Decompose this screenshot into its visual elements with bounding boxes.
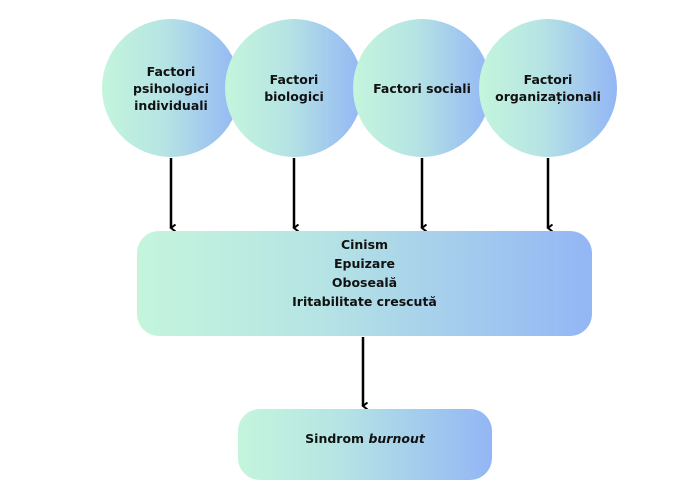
factor-label: Factori biologici	[264, 72, 324, 104]
symptom-item: Oboseală	[331, 275, 398, 290]
factor-organizational-circle: Factori organizaționali	[479, 19, 617, 157]
burnout-label: Sindrom burnout	[305, 429, 425, 448]
factor-biological-circle: Factori biologici	[225, 19, 363, 157]
symptom-item: Epuizare	[333, 256, 396, 271]
factor-social-circle: Factori sociali	[353, 19, 491, 157]
burnout-syndrome-box: Sindrom burnout	[238, 409, 492, 480]
symptom-item: Iritabilitate crescută	[292, 294, 437, 309]
symptoms-box: Cinism Epuizare Oboseală Iritabilitate c…	[137, 231, 592, 336]
factor-label: Factori organizaționali	[495, 72, 601, 104]
factor-psychological-circle: Factori psihologici individuali	[102, 19, 240, 157]
burnout-label-prefix: Sindrom	[305, 431, 365, 446]
factor-label: Factori sociali	[373, 80, 471, 96]
symptom-item: Cinism	[340, 237, 389, 252]
burnout-label-emphasis: burnout	[368, 431, 425, 446]
factor-label: Factori psihologici individuali	[133, 63, 209, 113]
